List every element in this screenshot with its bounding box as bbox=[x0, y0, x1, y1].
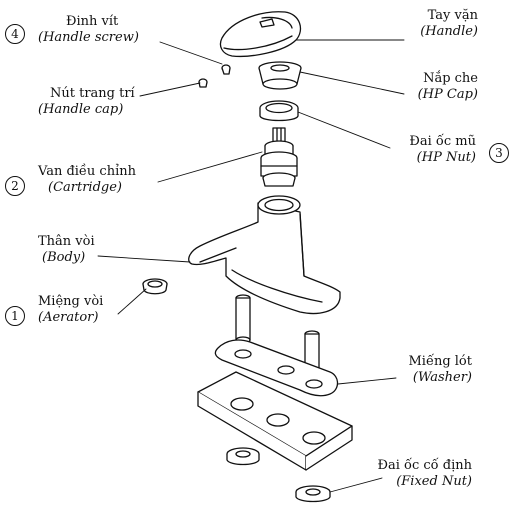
label-body: Thân vòi (Body) bbox=[38, 234, 108, 266]
label-hp-cap-en: (HP Cap) bbox=[417, 87, 478, 102]
fixed-nut-part bbox=[226, 447, 331, 503]
handle-screw-part bbox=[221, 64, 231, 75]
label-cartridge-vn: Van điều chỉnh bbox=[38, 164, 136, 179]
label-body-en: (Body) bbox=[42, 250, 86, 265]
label-handle-vn: Tay vặn bbox=[427, 8, 478, 23]
label-aerator-en: (Aerator) bbox=[38, 310, 99, 325]
hp-cap-part bbox=[258, 61, 302, 90]
base-plate-part bbox=[197, 371, 353, 471]
callout-number-1: 1 bbox=[5, 306, 25, 326]
label-hp-cap-vn: Nắp che bbox=[423, 71, 478, 86]
label-washer-en: (Washer) bbox=[412, 370, 472, 385]
label-fixed-nut-vn: Đai ốc cố định bbox=[377, 458, 473, 473]
label-body-vn: Thân vòi bbox=[38, 234, 95, 249]
label-handle: Tay vặn (Handle) bbox=[400, 8, 478, 40]
leader-lines bbox=[97, 39, 405, 493]
label-aerator-vn: Miệng vòi bbox=[38, 294, 104, 309]
callout-number-3: 3 bbox=[489, 143, 509, 163]
label-cartridge-en: (Cartridge) bbox=[48, 180, 122, 195]
label-handle-cap-en: (Handle cap) bbox=[38, 102, 124, 117]
label-aerator: Miệng vòi (Aerator) bbox=[38, 294, 122, 326]
cartridge-part bbox=[260, 127, 298, 187]
label-handle-en: (Handle) bbox=[420, 24, 478, 39]
label-handle-screw-en: (Handle screw) bbox=[38, 30, 139, 45]
washer-part bbox=[214, 339, 339, 397]
aerator-part bbox=[142, 278, 168, 295]
label-hp-cap: Nắp che (HP Cap) bbox=[400, 71, 478, 103]
label-handle-cap-vn: Nút trang trí bbox=[50, 86, 135, 101]
label-handle-screw: Đinh vít (Handle screw) bbox=[38, 14, 160, 46]
label-hp-nut: Đai ốc mũ (HP Nut) bbox=[380, 134, 476, 166]
label-cartridge: Van điều chỉnh (Cartridge) bbox=[38, 164, 160, 196]
faucet-body-part bbox=[188, 195, 341, 315]
label-handle-cap: Nút trang trí (Handle cap) bbox=[38, 86, 148, 118]
label-fixed-nut: Đai ốc cố định (Fixed Nut) bbox=[368, 458, 473, 490]
label-hp-nut-vn: Đai ốc mũ bbox=[409, 134, 476, 149]
hp-nut-part bbox=[259, 100, 299, 122]
label-hp-nut-en: (HP Nut) bbox=[416, 150, 476, 165]
callout-number-2: 2 bbox=[5, 176, 25, 196]
handle-part bbox=[219, 11, 302, 58]
handle-cap-part bbox=[198, 78, 208, 88]
callout-number-4: 4 bbox=[5, 24, 25, 44]
label-fixed-nut-en: (Fixed Nut) bbox=[396, 474, 472, 489]
label-washer: Miếng lót (Washer) bbox=[392, 354, 472, 386]
label-washer-vn: Miếng lót bbox=[408, 354, 472, 369]
label-handle-screw-vn: Đinh vít bbox=[66, 14, 119, 29]
